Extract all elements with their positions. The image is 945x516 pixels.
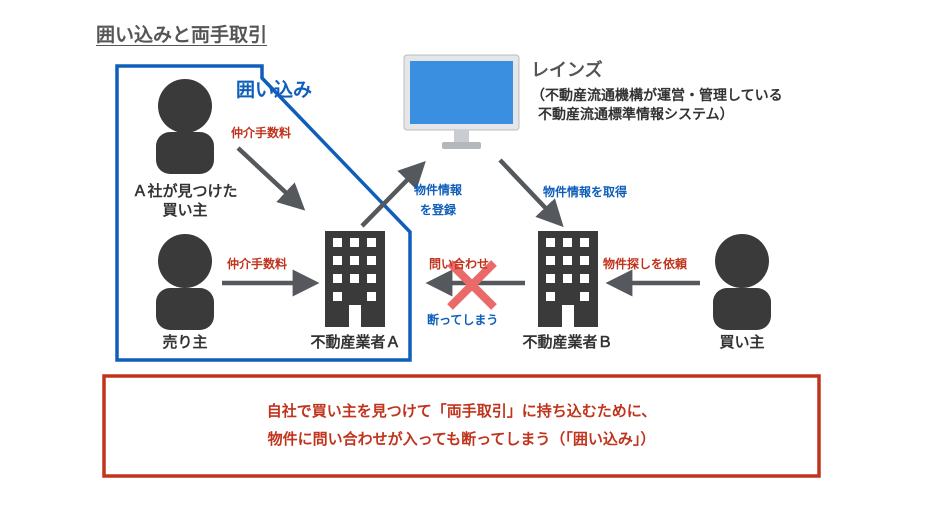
enclosure-boundary	[115, 64, 412, 362]
reins-description-line1: （不動産流通機構が運営・管理している	[531, 88, 783, 104]
arrow-agency-a-to-reins	[360, 161, 426, 228]
arrow-reins-to-agency-b	[498, 158, 564, 228]
note-box	[102, 374, 821, 478]
refuse-label: 断ってしまう	[427, 313, 499, 327]
agency-a-building-icon	[325, 231, 385, 327]
blocked-cross-icon	[447, 260, 497, 310]
reins-monitor-icon	[403, 54, 520, 149]
seller-person-icon	[156, 234, 214, 330]
note-line2: 物件に問い合わせが入っても断ってしまう（「囲い込み」）	[267, 430, 656, 448]
buyer-label: 買い主	[719, 333, 765, 351]
seller-fee-label: 仲介手数料	[227, 257, 288, 271]
enclosure-label: 囲い込み	[236, 79, 313, 101]
agency-b-building-icon	[538, 231, 598, 327]
arrow-buyer-a-to-agency-a	[236, 146, 306, 211]
agency-b-label: 不動産業者Ｂ	[522, 333, 613, 351]
buyer-person-icon	[713, 234, 771, 330]
fetch-label: 物件情報を取得	[543, 185, 628, 199]
reins-name: レインズ	[531, 60, 603, 81]
buyer-a-fee-label: 仲介手数料	[231, 126, 292, 140]
request-label: 物件探しを依頼	[603, 257, 688, 271]
seller-label: 売り主	[162, 333, 208, 351]
reins-description-line2: 不動産流通標準情報システム）	[538, 107, 734, 123]
buyer-a-person-icon	[156, 79, 214, 174]
page-title: 囲い込みと両手取引	[96, 24, 268, 46]
buyer-a-label-line2: 買い主	[162, 201, 208, 219]
buyer-a-label-line1: Ａ社が見つけた	[132, 182, 238, 200]
register-label-line1: 物件情報	[413, 183, 462, 197]
inquiry-label: 問い合わせ	[429, 257, 490, 271]
note-line1: 自社で買い主を見つけて「両手取引」に持ち込むために、	[266, 402, 657, 420]
agency-a-label: 不動産業者Ａ	[310, 333, 401, 351]
register-label-line2: を登録	[419, 203, 456, 217]
